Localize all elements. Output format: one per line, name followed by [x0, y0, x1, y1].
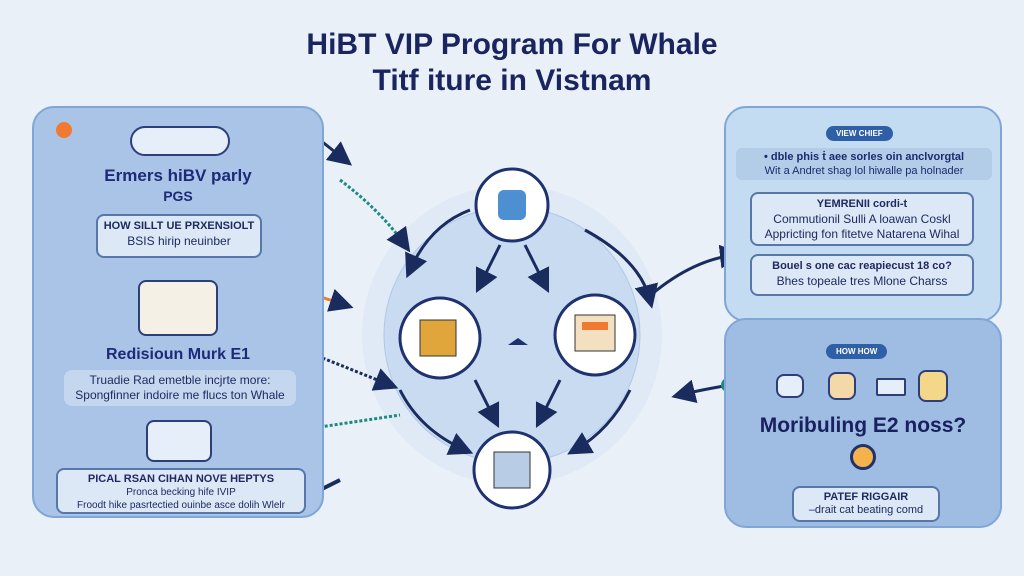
- box-title: Bouel s one cac reapiecust 18 co?: [772, 260, 952, 272]
- box-line: Spongfinner indoire me flucs ton Whale: [75, 388, 285, 402]
- box-text: BSIS hirip neuinber: [127, 234, 231, 248]
- arrow: [405, 208, 471, 279]
- left-heading-1-sub: PGS: [163, 188, 193, 204]
- furniture-icon: [419, 319, 457, 357]
- tool-icon: [876, 378, 906, 396]
- arrow: [319, 138, 353, 166]
- folder-icon: [828, 372, 856, 400]
- intro-line: • dble phis ṫ aee sorles oin anclvorgtal: [763, 151, 965, 163]
- left-box-3: PICAL RSAN CIHAN NOVE HEPTYS Pronca becki…: [56, 468, 306, 514]
- title-line-2: Titf iture in Vistnam: [372, 64, 652, 97]
- printer-icon: [776, 374, 804, 398]
- arrow: [584, 228, 658, 309]
- box-title: HOW SILLT UE PRXENSIOLT: [103, 220, 255, 232]
- arrow: [475, 244, 502, 294]
- right-top-pill: VIEW CHIEF: [826, 126, 893, 141]
- left-box-1: HOW SILLT UE PRXENSIOLT BSIS hirip neuinb…: [96, 214, 262, 258]
- badge-icon: [130, 126, 230, 156]
- window-icon: [138, 280, 218, 336]
- left-panel: Ermers hiBV parly PGS HOW SILLT UE PRXEN…: [32, 106, 324, 518]
- right-top-box-2: Bouel s one cac reapiecust 18 co? Bhes to…: [750, 254, 974, 296]
- box-line: Froodt hike pasrtectied ouinbe asce doli…: [77, 500, 285, 511]
- title-line-1: HiBT VIP Program For Whale: [306, 28, 718, 61]
- left-heading-2: Redisioun Murk E1: [105, 346, 251, 363]
- target-icon: [850, 444, 876, 470]
- arrow: [473, 379, 500, 429]
- box-text: –drait cat beating comd: [808, 504, 924, 516]
- arrow: [567, 389, 632, 455]
- screen-icon: [574, 314, 616, 352]
- right-top-panel: VIEW CHIEF • dble phis ṫ aee sorles oin …: [724, 106, 1002, 322]
- center-mark-icon: [508, 338, 528, 345]
- right-bottom-panel: HOW HOW Moribuling E2 noss? PATEF RIGGAI…: [724, 318, 1002, 528]
- box-text: Bhes topeale tres Mlone Charss: [776, 274, 948, 288]
- device-icon: [146, 420, 212, 462]
- arrow-right: [644, 244, 744, 302]
- right-bottom-heading: Moribuling E2 noss?: [759, 414, 967, 437]
- intro-line: Wit a Andret shag lol hiwalle pa holnade…: [764, 165, 964, 177]
- arrow: [535, 379, 562, 429]
- box-line: Pronca becking hife IVIP: [126, 487, 236, 498]
- character-icon: [918, 370, 948, 402]
- box-title: PATEF RIGGAIR: [823, 491, 909, 503]
- whale-icon: [498, 190, 526, 220]
- box-title: PICAL RSAN CIHAN NOVE HEPTYS: [87, 473, 275, 485]
- screen-bar: [582, 322, 608, 330]
- box-line: Commutionil Sulli A loawan Coskl: [773, 212, 951, 226]
- box-line: Truadie Rad emetble incjrte more:: [89, 373, 271, 387]
- box-title: YEMRENII cordi-t: [816, 198, 908, 210]
- building-icon: [493, 451, 531, 489]
- left-heading-1: Ermers hiBV parly: [104, 166, 252, 185]
- right-bottom-pill: HOW HOW: [826, 344, 888, 359]
- arrow: [339, 178, 411, 253]
- box-line: Appricting fon fitetve Natarena Wihal: [764, 227, 960, 241]
- right-top-intro: • dble phis ṫ aee sorles oin anclvorgtal…: [736, 148, 992, 180]
- right-bottom-box: PATEF RIGGAIR–drait cat beating comd: [792, 486, 940, 522]
- arrow: [398, 389, 474, 455]
- arrow: [523, 244, 550, 294]
- left-box-2: Truadie Rad emetble incjrte more:Spongfi…: [64, 370, 296, 406]
- sun-icon: [56, 122, 72, 138]
